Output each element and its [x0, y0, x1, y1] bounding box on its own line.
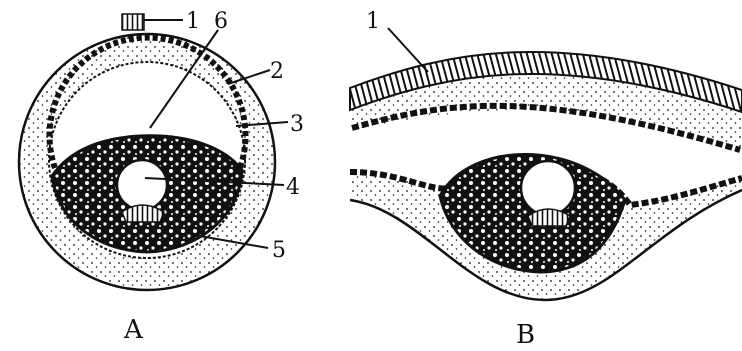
label-a-3: 3 — [290, 112, 304, 137]
caption-a: A — [123, 315, 144, 345]
label-a-1: 1 — [186, 9, 200, 34]
figure-a — [19, 14, 275, 290]
leader-line-b-1 — [388, 28, 428, 72]
label-a-6: 6 — [214, 9, 228, 34]
label-a-5: 5 — [272, 238, 286, 263]
stalk — [122, 14, 144, 30]
label-a-4: 4 — [286, 175, 300, 200]
caption-b: B — [516, 320, 535, 350]
label-a-2: 2 — [270, 59, 284, 84]
central-vesicle-b — [521, 161, 575, 215]
central-vesicle — [117, 160, 167, 210]
figure-b — [350, 52, 742, 300]
label-b-1: 1 — [366, 9, 380, 34]
